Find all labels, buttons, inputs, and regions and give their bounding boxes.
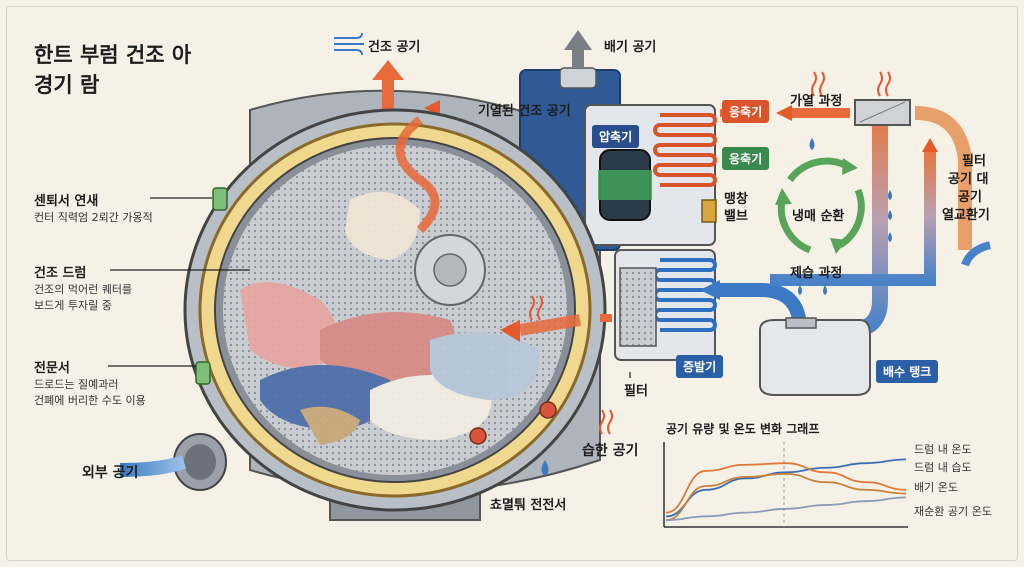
dry-air-label: 건조 공기: [368, 40, 421, 55]
right-filter-label-2: 공기 대: [948, 172, 989, 187]
chart-lines: [665, 458, 907, 522]
series-line-3: [665, 496, 907, 522]
condenser-coil: [653, 113, 717, 187]
condenser-badge-1: 응축기: [722, 100, 770, 123]
water-drops: [541, 138, 892, 476]
drum-label: 건조 드럼: [34, 266, 87, 281]
legend-recirc-temp: 재순환 공기 온도: [914, 505, 992, 518]
sensor-label: 센퇴서 연새: [34, 194, 99, 209]
evaporator-badge: 증발기: [676, 355, 724, 378]
right-filter-label-4: 열교환기: [942, 208, 990, 223]
leader-lines: [108, 197, 631, 378]
motor-label: 전문서: [34, 361, 70, 376]
chart-title: 공기 유량 및 온도 변화 그래프: [666, 422, 820, 436]
chart-axes: [663, 442, 908, 528]
right-filter-label-3: 공기: [958, 190, 982, 205]
drum-desc-1: 건조의 먹어런 퀘터를: [34, 283, 133, 296]
legend-drum-humidity: 드럼 내 습도: [914, 461, 972, 474]
sensor-shape: [212, 187, 228, 211]
expansion-valve-label-2: 밸브: [724, 209, 748, 224]
bottom-sensor-label: 쵸멸퉈 전전서: [490, 498, 567, 513]
filter-panel: [619, 267, 657, 347]
motor-desc-1: 드로드는 질예과러: [34, 378, 119, 391]
page-title: 한트 부럼 건조 아 경기 람: [34, 43, 192, 97]
refrigerant-cycle-label: 냉매 순환: [792, 209, 845, 224]
series-line-0: [665, 458, 907, 518]
drain-tank-shape: [759, 319, 871, 396]
legend-drum-temp: 드럼 내 온도: [914, 443, 972, 456]
expansion-valve-label-1: 맹창: [724, 192, 748, 207]
right-filter-label-1: 필터: [962, 154, 986, 169]
motor-desc-2: 건폐에 버리한 수도 이용: [34, 394, 146, 407]
legend-exhaust-temp: 배기 온도: [914, 481, 958, 494]
condenser-badge-2: 응축기: [722, 147, 770, 170]
dehumid-process-label: 제습 과정: [790, 266, 843, 281]
dry-air-arrow: [372, 60, 404, 120]
clothes: [240, 192, 540, 445]
compressor-badge: 압축기: [592, 125, 640, 148]
heated-dry-air-label: 기열된 건조 공기: [478, 104, 571, 119]
filter-label: 필터: [624, 384, 648, 399]
diagram-frame: [6, 6, 1018, 561]
wind-icon: [334, 32, 364, 56]
drum-desc-2: 보드게 투자릴 중: [34, 299, 112, 312]
heating-process-label: 가열 과정: [790, 94, 843, 109]
sensor-desc: 컨터 직력엄 2뢰간 가옹적: [34, 211, 153, 224]
expansion-valve-shape: [701, 199, 717, 223]
humid-air-label: 습한 공기: [582, 443, 639, 459]
exhaust-air-label: 배기 공기: [604, 40, 657, 55]
drain-tank-badge: 배수 탱크: [876, 360, 939, 383]
motor-shape: [195, 361, 211, 385]
series-line-2: [665, 472, 907, 522]
exhaust-arrow: [564, 30, 592, 68]
outside-air-label: 외부 공기: [82, 465, 139, 481]
series-line-1: [665, 462, 907, 514]
